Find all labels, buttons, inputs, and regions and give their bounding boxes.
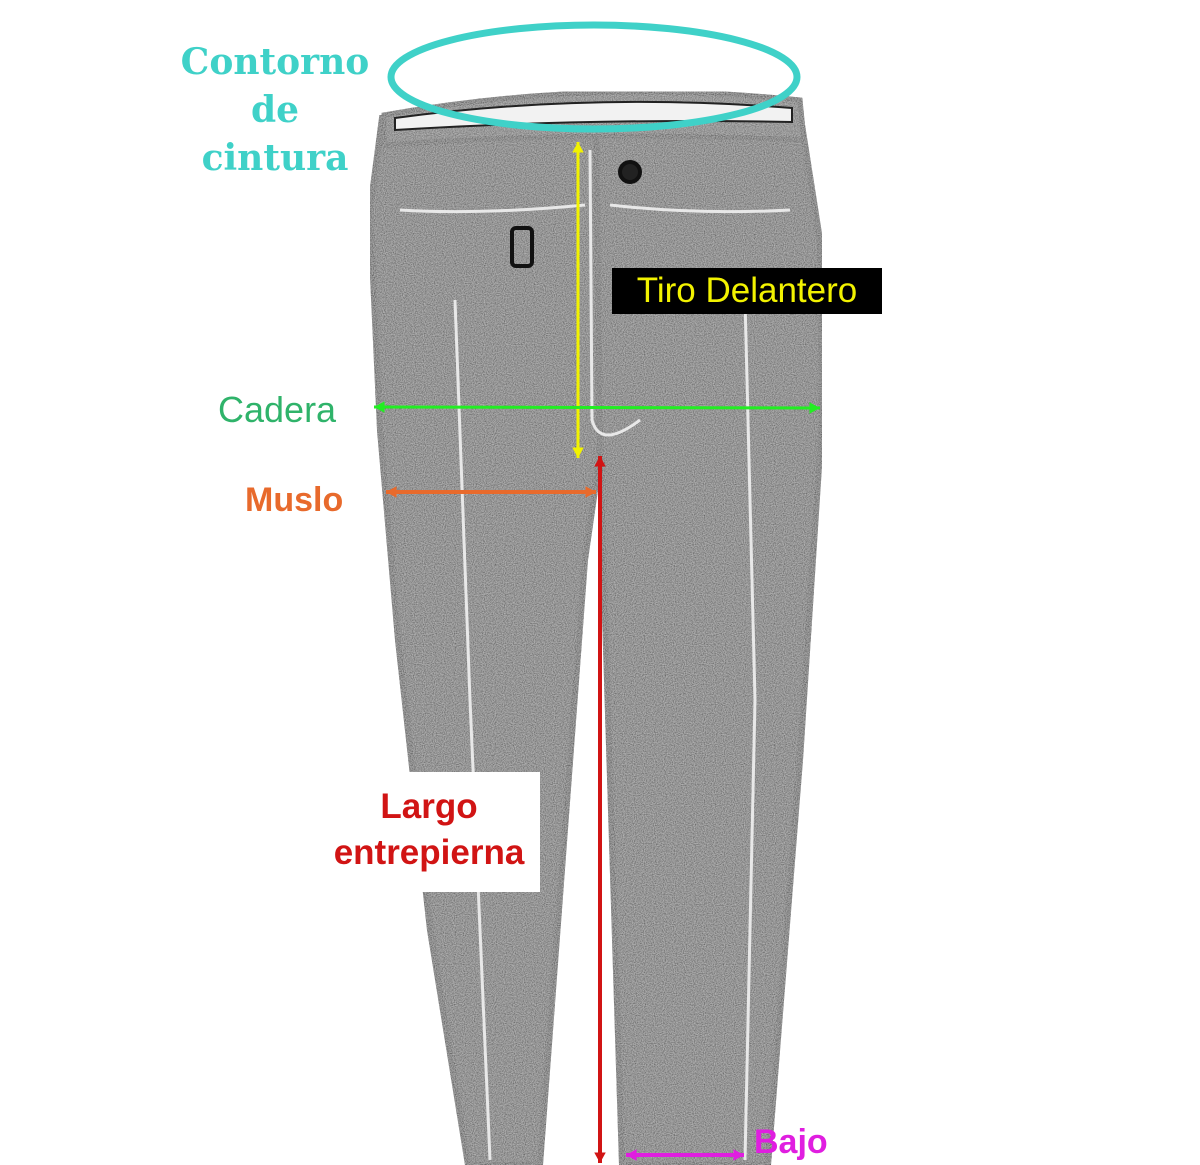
waist-label-line-2: de (250, 89, 300, 131)
inseam-label: Largo entrepierna (318, 784, 540, 876)
inseam-arrowhead-end (594, 1152, 606, 1163)
measurement-marks (373, 21, 821, 1163)
front-rise-label: Tiro Delantero (612, 268, 882, 314)
front-rise-arrowhead-end (572, 447, 584, 458)
left-leg (366, 114, 604, 1165)
hem-arrowhead-end (733, 1149, 744, 1161)
hem-arrowhead-start (626, 1149, 637, 1161)
hip-arrowhead-start (374, 401, 385, 413)
front-rise-arrowhead-start (572, 142, 584, 153)
waist-ellipse (387, 21, 801, 133)
waist-label: Contorno de cintura (160, 38, 390, 182)
inseam-label-background (318, 772, 540, 892)
hip-label: Cadera (218, 389, 337, 430)
hem-label: Bajo (754, 1123, 828, 1161)
inseam-label-line-1: Largo (380, 787, 478, 826)
inseam-arrowhead-start (594, 456, 606, 467)
waist-label-line-1: Contorno (180, 41, 370, 83)
trouser-seams (399, 149, 791, 1161)
thigh-arrowhead-end (585, 486, 596, 498)
pocket-details (510, 160, 642, 268)
inseam-label-line-2: entrepierna (333, 833, 525, 872)
right-leg (592, 108, 826, 1165)
waist-label-line-3: cintura (201, 137, 349, 179)
hip-line (373, 405, 821, 410)
thigh-label: Muslo (245, 481, 344, 519)
hip-arrowhead-end (809, 402, 820, 414)
thigh-arrowhead-start (386, 486, 397, 498)
